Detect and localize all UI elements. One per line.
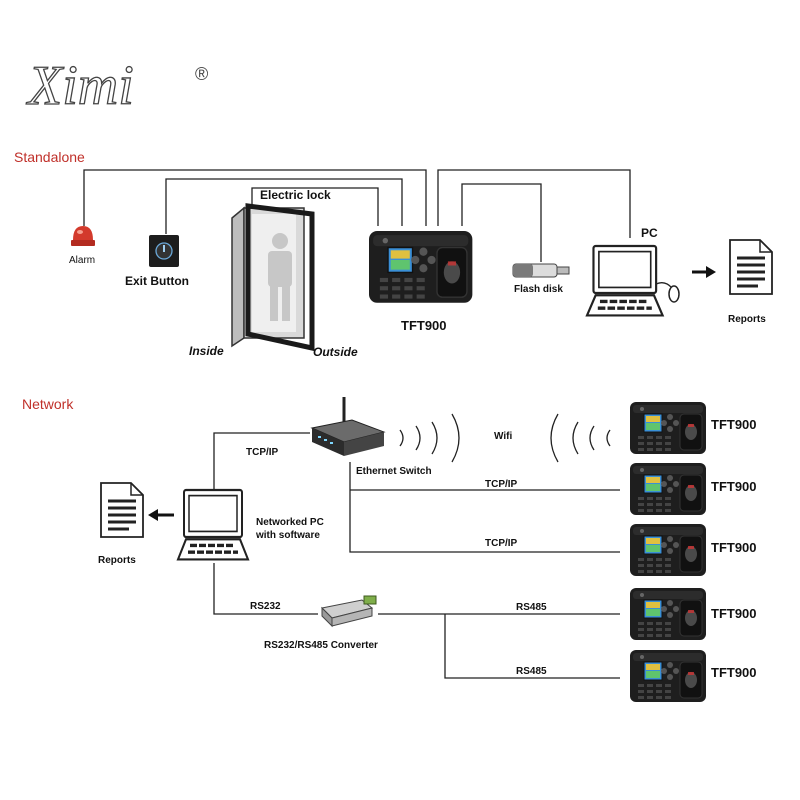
networked-pc-laptop-icon: [176, 488, 250, 561]
alarm-label: Alarm: [69, 255, 95, 266]
tft900-network-device-4: [629, 587, 707, 641]
standalone-reports-label: Reports: [728, 314, 766, 325]
arrow-left-icon: [148, 509, 174, 521]
rs232-label: RS232: [250, 601, 281, 612]
tft900-network-label-2: TFT900: [711, 479, 757, 494]
flash-disk-label: Flash disk: [514, 284, 563, 295]
tft900-network-label-1: TFT900: [711, 417, 757, 432]
networked-pc-label-line2: with software: [255, 530, 320, 541]
section-standalone-label: Standalone: [14, 149, 85, 165]
arrow-right-icon: [692, 266, 716, 278]
tft900-standalone-device: [368, 230, 474, 304]
tft900-network-device-5: [629, 649, 707, 703]
inside-label: Inside: [189, 344, 224, 358]
tft900-network-device-1: [629, 401, 707, 455]
person-icon: [268, 233, 292, 321]
brand-logo: Ximi ®: [25, 54, 208, 117]
mouse-icon: [655, 282, 680, 303]
alarm-device: [71, 226, 95, 246]
pc-label: PC: [641, 226, 658, 240]
pc-laptop-icon: [585, 244, 664, 317]
network-reports-document-icon: [99, 481, 145, 539]
tcpip-pc-label: TCP/IP: [246, 447, 279, 458]
rs485-label-2: RS485: [516, 666, 547, 677]
door-illustration: [231, 203, 315, 352]
outside-label: Outside: [313, 345, 358, 359]
tft900-network-device-2: [629, 462, 707, 516]
tft900-network-label-5: TFT900: [711, 665, 757, 680]
standalone-wiring: [83, 169, 631, 262]
ethernet-switch-label: Ethernet Switch: [356, 466, 432, 477]
tcpip-device-label-1: TCP/IP: [485, 479, 518, 490]
network-wiring: [213, 432, 620, 679]
network-reports-label: Reports: [98, 555, 136, 566]
tcpip-device-label-2: TCP/IP: [485, 538, 518, 549]
exit-button-device: [149, 235, 179, 267]
logo-text: Ximi: [26, 55, 134, 117]
wifi-label: Wifi: [494, 431, 512, 442]
reports-document-icon: [728, 238, 774, 296]
converter-label: RS232/RS485 Converter: [264, 640, 378, 651]
ethernet-switch-device: [310, 397, 386, 456]
networked-pc-label-line1: Networked PC: [256, 517, 324, 528]
tft900-network-label-3: TFT900: [711, 540, 757, 555]
tft900-standalone-label: TFT900: [401, 318, 447, 333]
exit-button-label: Exit Button: [125, 274, 189, 288]
flash-disk-icon: [512, 263, 570, 278]
electric-lock-label: Electric lock: [260, 188, 331, 202]
tft900-network-label-4: TFT900: [711, 606, 757, 621]
registered-mark: ®: [195, 64, 208, 84]
wifi-signal-icon: [399, 413, 611, 463]
rs232-rs485-converter-device: [320, 595, 377, 628]
tft900-network-device-3: [629, 523, 707, 577]
section-network-label: Network: [22, 396, 74, 412]
rs485-label-1: RS485: [516, 602, 547, 613]
